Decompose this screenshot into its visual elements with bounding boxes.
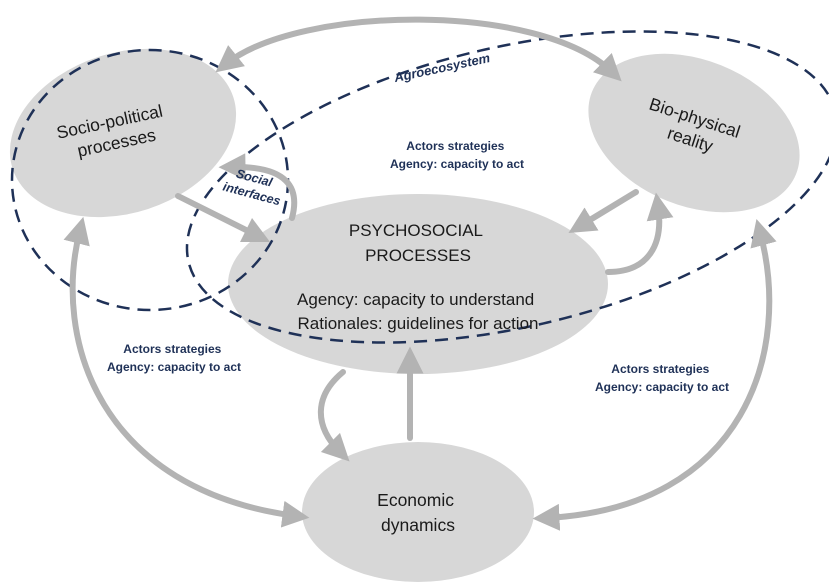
arrow-social-interfaces-loop bbox=[218, 153, 298, 221]
arrow-left-arc bbox=[63, 216, 310, 528]
socio-political-node bbox=[9, 48, 237, 218]
psychosocial-node bbox=[228, 194, 608, 374]
arrow-right-arc bbox=[532, 218, 777, 531]
economic-node bbox=[302, 442, 534, 582]
agroecosystem-label: Agroecosystem bbox=[392, 50, 492, 85]
arrow-top-arc bbox=[215, 16, 622, 82]
arrow-psychosocial-to-biophysical bbox=[605, 192, 674, 275]
arrow-biophysical-to-psychosocial bbox=[568, 189, 639, 234]
bio-physical-node bbox=[588, 53, 800, 213]
social-interfaces-label: Social interfaces bbox=[221, 164, 286, 208]
economic-label: Economic dynamics bbox=[377, 490, 459, 535]
psychosocial-title: PSYCHOSOCIAL PROCESSES bbox=[349, 221, 487, 265]
arrow-psychosocial-to-economic bbox=[317, 369, 350, 462]
actors-strategies-top: Actors strategies Agency: capacity to ac… bbox=[390, 139, 524, 171]
psychosocial-details: Agency: capacity to understand Rationale… bbox=[297, 290, 539, 333]
actors-strategies-right: Actors strategies Agency: capacity to ac… bbox=[595, 362, 729, 394]
actors-strategies-left: Actors strategies Agency: capacity to ac… bbox=[107, 342, 241, 374]
